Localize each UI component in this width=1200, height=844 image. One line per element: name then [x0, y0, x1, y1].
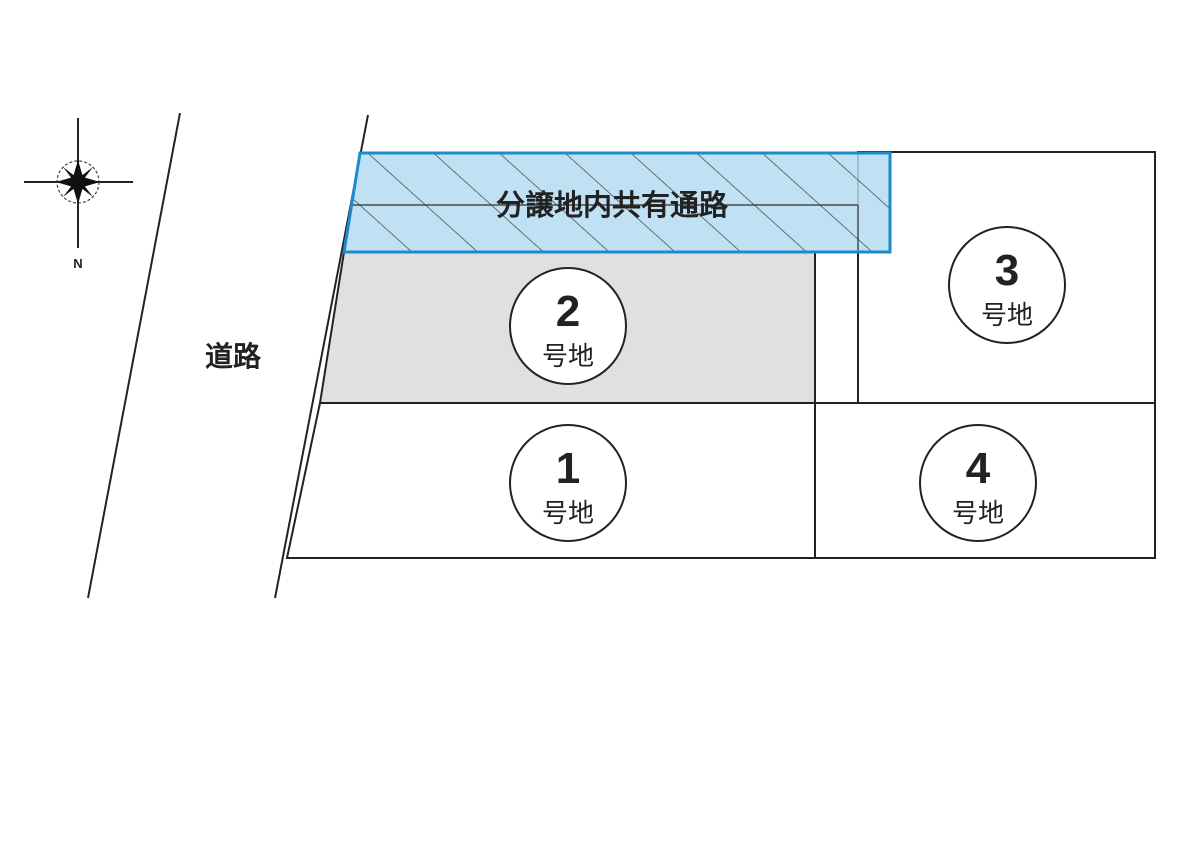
lot-number: 1 [556, 444, 580, 493]
shared-path-label: 分譲地内共有通路 [496, 188, 729, 222]
lot-badge-4: 4 号地 [919, 424, 1037, 542]
compass-north-label: N [73, 256, 82, 271]
road-edge-line [87, 112, 181, 599]
road-label: 道路 [205, 340, 262, 373]
lot-number: 2 [556, 287, 580, 336]
lot-badge-2: 2 号地 [509, 267, 627, 385]
lot-badge-3: 3 号地 [948, 226, 1066, 344]
lot-badge-1: 1 号地 [509, 424, 627, 542]
lot-number: 4 [966, 444, 991, 493]
lot-suffix: 号地 [542, 342, 594, 372]
lot-suffix: 号地 [952, 499, 1004, 529]
lot-suffix: 号地 [981, 301, 1033, 331]
compass-icon: N [24, 118, 133, 271]
shared-path[interactable]: 分譲地内共有通路 [342, 151, 892, 254]
lot-number: 3 [995, 246, 1019, 295]
lot-suffix: 号地 [542, 499, 594, 529]
